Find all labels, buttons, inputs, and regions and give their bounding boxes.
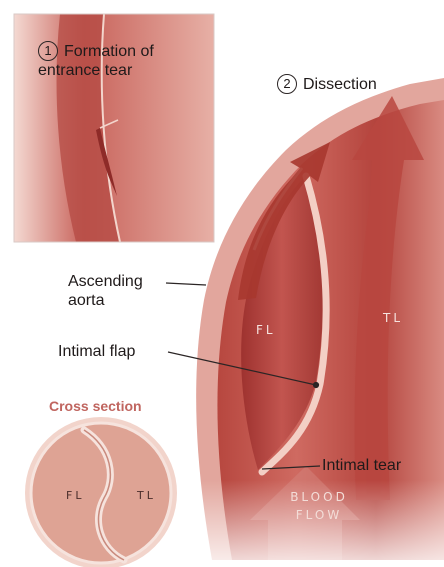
- blood-flow-line1: BLOOD: [290, 490, 348, 504]
- ascending-aorta-line2: aorta: [68, 292, 104, 309]
- step-2-label: 2 Dissection: [277, 74, 377, 94]
- cross-section-tl-label: TL: [137, 489, 156, 502]
- blood-flow-label: BLOOD FLOW: [286, 488, 352, 524]
- false-lumen-label: FL: [256, 323, 276, 337]
- intimal-flap-label: Intimal flap: [58, 342, 135, 361]
- step-1-number: 1: [38, 41, 58, 61]
- step-1-label: 1 Formation of entrance tear: [38, 41, 154, 80]
- ascending-aorta-label: Ascending aorta: [68, 272, 143, 310]
- true-lumen-label: TL: [383, 311, 403, 325]
- cross-section-fl-label: FL: [66, 489, 84, 502]
- step-2-number: 2: [277, 74, 297, 94]
- intimal-tear-label: Intimal tear: [322, 456, 401, 475]
- step-1-text-line2: entrance tear: [38, 62, 132, 79]
- ascending-aorta-line1: Ascending: [68, 273, 143, 290]
- blood-flow-line2: FLOW: [296, 508, 342, 522]
- ascending-aorta-leader: [166, 283, 206, 285]
- step-2-text: Dissection: [303, 76, 377, 93]
- intimal-flap-dot: [314, 383, 319, 388]
- step-1-text-line1: Formation of: [64, 43, 154, 60]
- cross-section-title: Cross section: [49, 398, 142, 414]
